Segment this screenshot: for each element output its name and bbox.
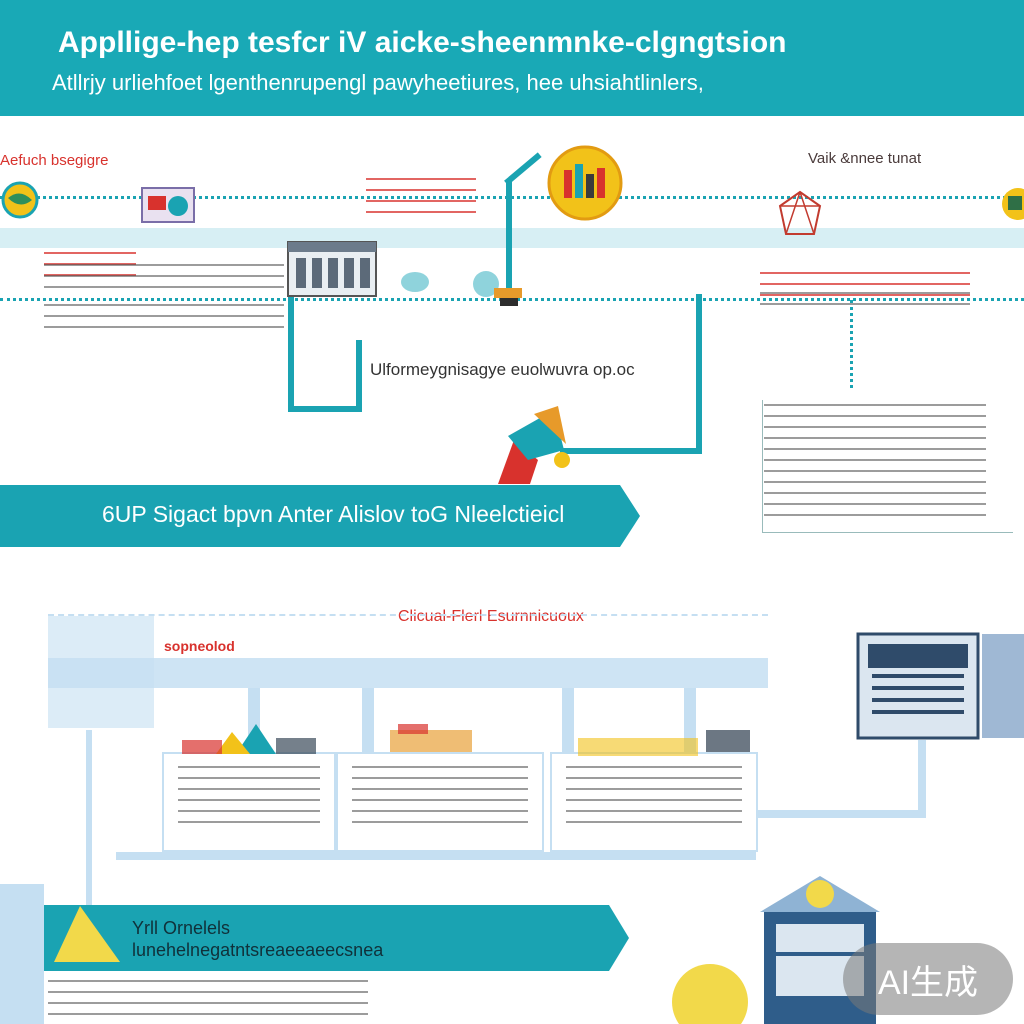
left-section-label: Aefuch bsegigre [0,152,109,169]
ai-generated-badge: AI生成 [843,943,1013,1015]
building-icon [287,241,377,297]
left-text-block-2 [44,304,284,328]
connector-diagonal [504,152,542,186]
bottom-top-rule [48,614,768,616]
info-card-2 [336,752,544,852]
top-light-band [0,228,1024,248]
dotted-line-upper [0,196,1024,199]
tools-icon [473,271,522,306]
connector-vertical-1 [506,180,512,290]
pillar-2 [362,688,374,756]
secondary-banner-line2: lunehelnegatntsreaeeaeecsnea [132,940,384,960]
small-cloud-icon [401,272,429,292]
feature-banner [0,485,640,547]
left-edge-panel [0,884,44,1024]
bottom-left-label: sopneolod [164,638,235,654]
left-post [86,730,92,906]
top-text-cluster [366,178,476,214]
bottom-header-bar [48,658,768,688]
monitor-icon [856,632,1024,740]
right-paragraph-frame [762,400,1013,533]
shapes-icon [498,406,570,484]
secondary-banner [44,905,629,971]
bottom-section-heading: Clicual-Flerl Esurnnicuoux [398,608,584,625]
center-caption: Ulformeygnisagye euolwuvra op.oc [370,360,635,379]
right-connector-v [918,740,926,816]
right-edge-icon [1002,188,1024,220]
connector-vertical-left [288,292,294,412]
right-paragraph [764,404,986,522]
feature-banner-text: 6UP Sigact bpvn Anter Alislov toG Nleelc… [102,501,565,527]
secondary-banner-line1: Yrll Ornelels [132,918,231,938]
connector-dotted-right [850,300,853,388]
card3-illustration [578,730,750,756]
card1-illustration [182,724,316,754]
left-text-block [44,264,284,294]
right-section-label: Vaik &nnee tunat [808,150,922,167]
connector-horizontal-left [288,406,358,412]
pillar-3 [562,688,574,756]
card2-illustration [390,724,472,752]
connector-vertical-right [696,294,702,452]
connector-vertical-left-2 [356,340,362,412]
yellow-sun-icon [672,964,748,1024]
network-icon [778,190,822,235]
connector-horizontal-right [560,448,702,454]
illustration-icon [141,187,195,223]
cards-baseline [116,852,756,860]
page-subtitle: Atllrjy urliehfoet lgenthenrupengl pawyh… [52,70,704,95]
header-banner [0,0,1024,116]
left-globe-icon [1,181,39,219]
yellow-circle-icon [547,145,623,221]
right-text-block [760,292,970,312]
bottom-text-block [48,980,368,1018]
info-card-3 [550,752,758,852]
page-title: Appllige-hep tesfcr iV aicke-sheenmnke-c… [58,26,787,59]
banner2-icon [54,906,120,962]
right-connector-h [756,810,926,818]
info-card-1 [162,752,336,852]
